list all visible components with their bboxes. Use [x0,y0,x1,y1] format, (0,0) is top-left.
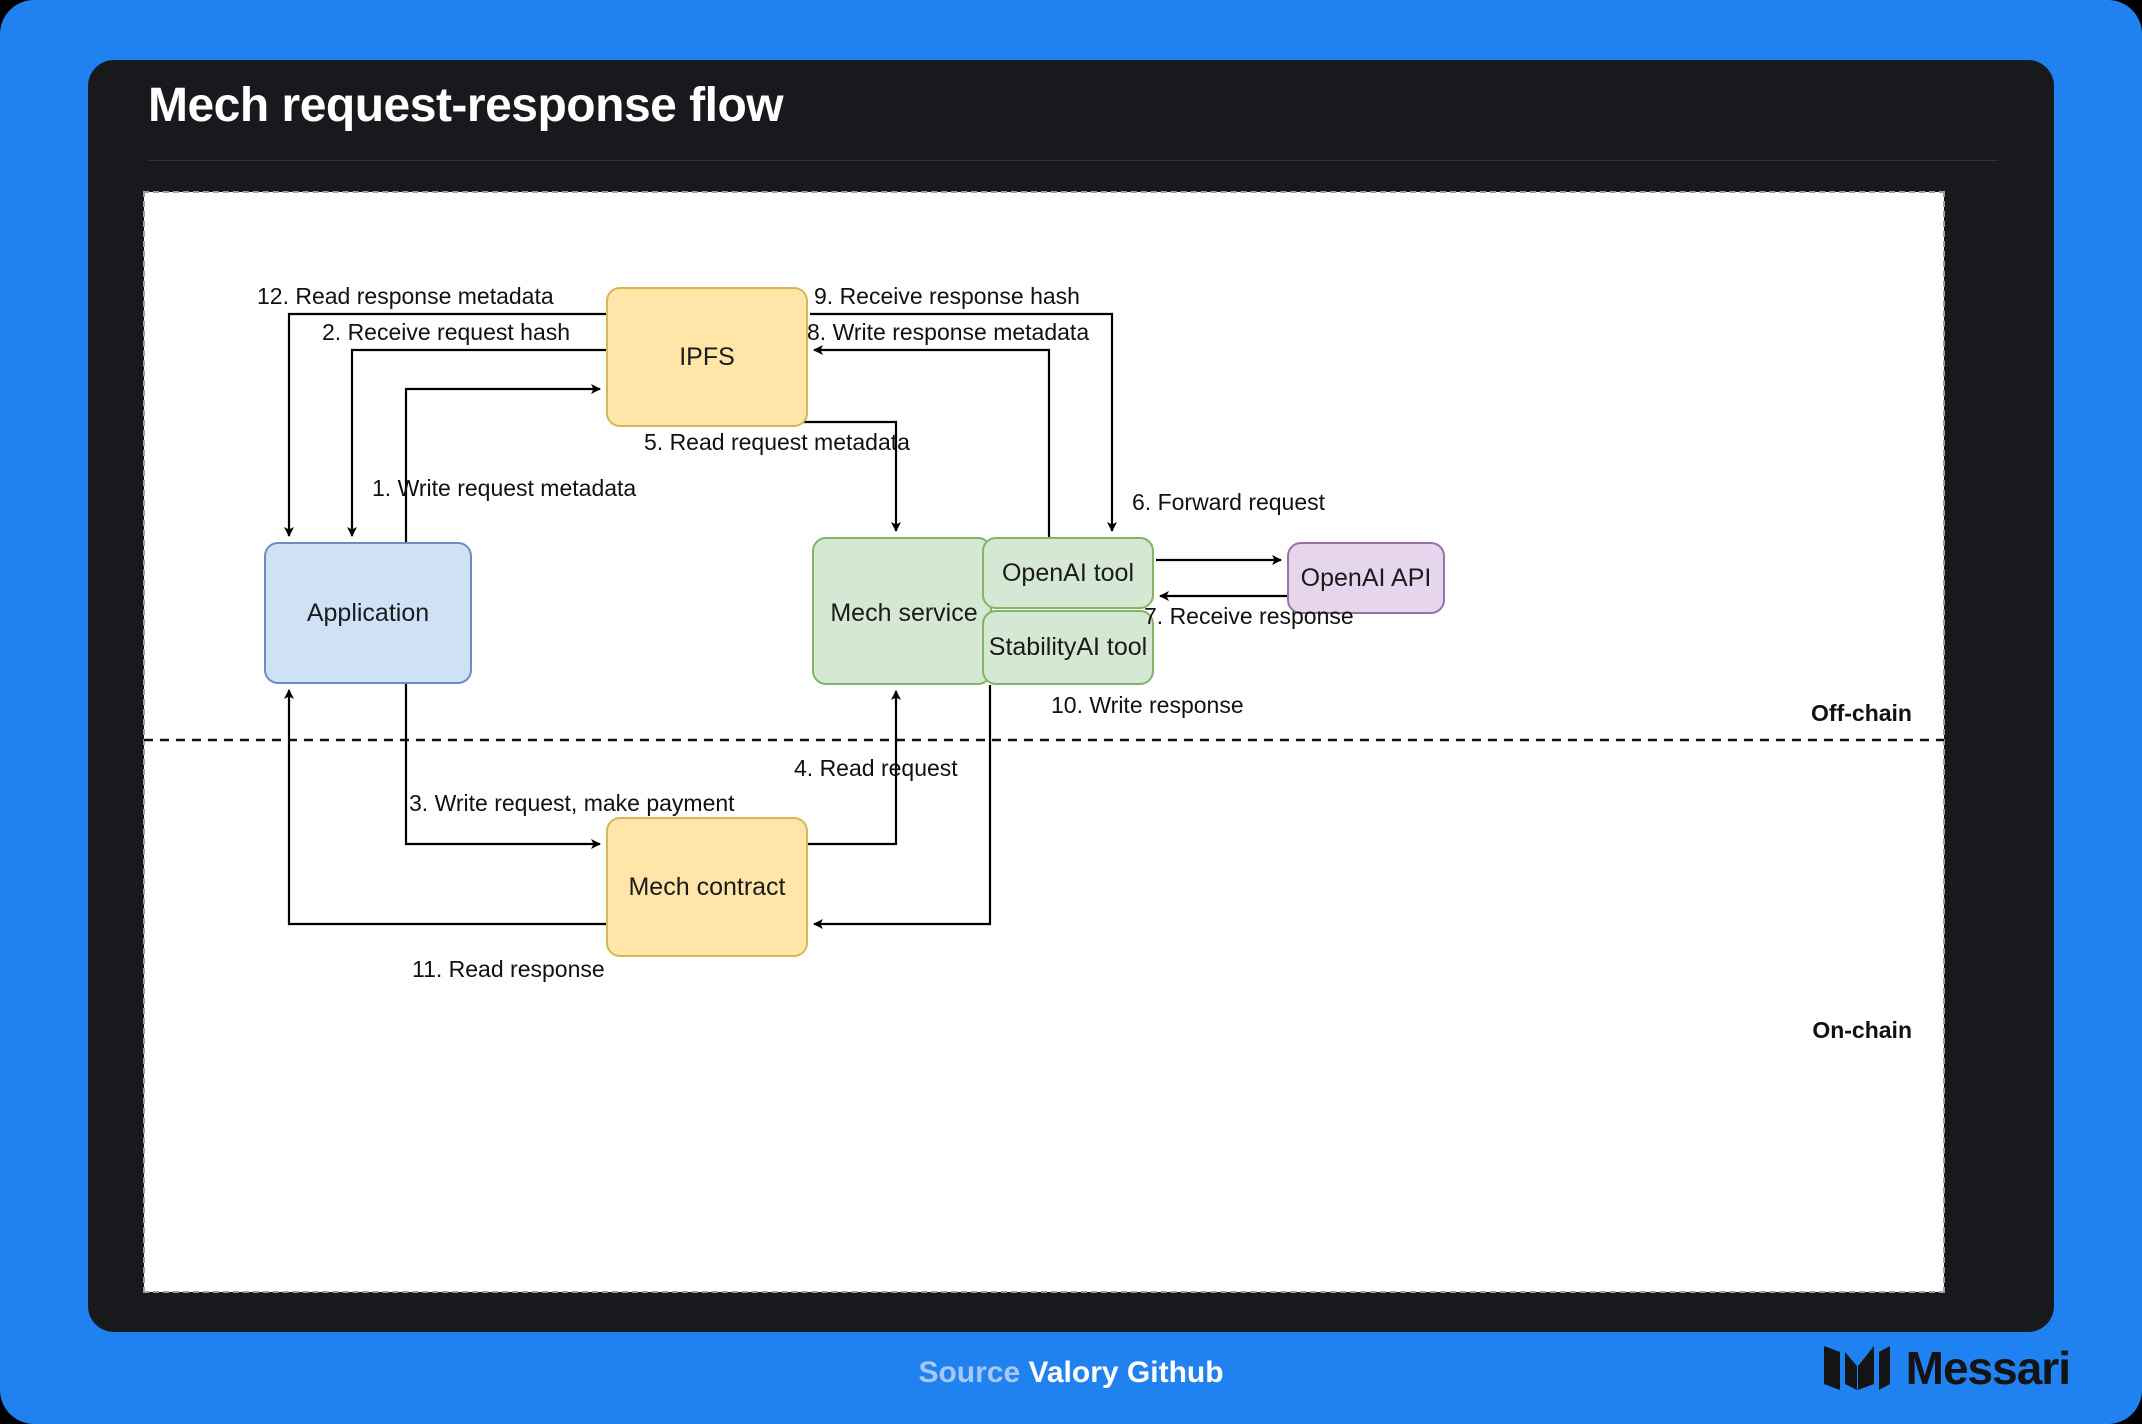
title-divider [148,160,1998,161]
source-name: Valory Github [1028,1356,1224,1389]
edge-label-7: 7. Receive response [1144,603,1354,629]
node-openai-api[interactable]: OpenAI API [1287,542,1445,614]
edge-label-10: 10. Write response [1051,692,1244,718]
edge-label-9: 9. Receive response hash [814,283,1080,309]
page-title: Mech request-response flow [148,79,784,132]
edge-label-4: 4. Read request [794,755,958,781]
edge-2-path [347,348,606,537]
source-word: Source [918,1356,1021,1389]
node-stabilityai-tool[interactable]: StabilityAI tool [982,610,1154,685]
edge-3-path [404,684,601,849]
edge-label-6: 6. Forward request [1132,489,1326,515]
node-application[interactable]: Application [264,542,472,684]
zone-label-onchain: On-chain [1812,1017,1912,1043]
messari-mark-icon [1823,1346,1890,1390]
node-mech-contract-label: Mech contract [628,872,786,901]
edge-11-path [284,689,606,926]
messari-wordmark: Messari [1905,1342,2071,1394]
edge-label-8: 8. Write response metadata [807,319,1090,345]
node-openai-tool[interactable]: OpenAI tool [982,537,1154,609]
node-openai-api-label: OpenAI API [1300,563,1432,592]
edge-label-3: 3. Write request, make payment [409,790,735,816]
edge-label-12: 12. Read response metadata [257,283,554,309]
edge-label-2: 2. Receive request hash [322,319,571,345]
edge-label-11: 11. Read response [412,956,605,982]
edge-4-path [808,690,901,846]
node-openai-tool-label: OpenAI tool [1001,558,1135,587]
edge-12-path [284,312,606,537]
messari-logo: Messari [1823,1342,2071,1394]
edge-10-path [813,685,992,929]
node-mech-service-label: Mech service [830,598,978,627]
node-stabilityai-tool-label: StabilityAI tool [988,633,1148,661]
diagram-canvas: IPFS Application Mech service OpenAI too… [143,191,1945,1293]
zone-label-offchain: Off-chain [1811,700,1912,726]
edge-8-path [813,345,1051,537]
node-application-label: Application [306,598,430,627]
diagram-connectors [144,312,1944,929]
node-ipfs[interactable]: IPFS [606,287,808,427]
source-attribution: Source Valory Github [0,1356,2142,1390]
diagram-card: Mech request-response flow [88,60,2054,1332]
edge-9-path [810,312,1117,532]
node-mech-contract[interactable]: Mech contract [606,817,808,957]
node-mech-service[interactable]: Mech service [812,537,992,685]
edge-label-1: 1. Write request metadata [372,475,637,501]
edge-label-5: 5. Read request metadata [644,429,910,455]
node-ipfs-label: IPFS [679,342,735,371]
